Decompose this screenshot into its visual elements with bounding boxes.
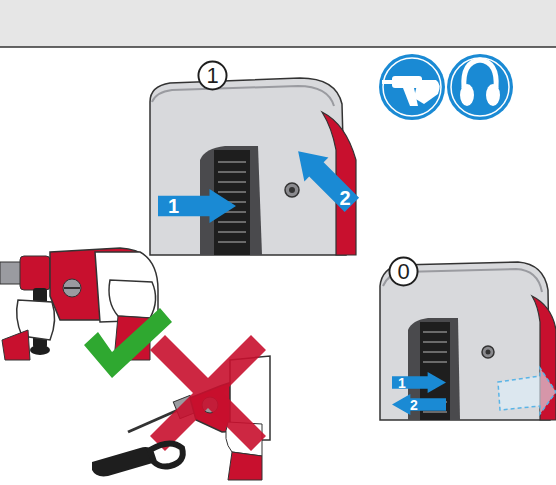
header-band bbox=[0, 0, 556, 47]
step-arrow: 2 bbox=[287, 161, 363, 195]
ghost-arrow bbox=[498, 368, 556, 414]
arrow-number: 2 bbox=[410, 398, 418, 412]
cross-mark bbox=[150, 335, 266, 451]
step-number: 1 bbox=[207, 65, 219, 87]
header-rule bbox=[0, 46, 556, 48]
step-number: 0 bbox=[398, 261, 410, 283]
ear-protection-icon bbox=[447, 54, 513, 120]
arrow-number: 1 bbox=[168, 196, 179, 216]
wear-gloves-icon bbox=[379, 54, 445, 120]
step-badge: 1 bbox=[197, 60, 228, 91]
arrow-number: 2 bbox=[340, 188, 351, 208]
side-handle bbox=[92, 443, 183, 476]
step-arrow: 1 bbox=[392, 372, 446, 393]
drill-correct bbox=[0, 248, 172, 378]
step-arrow: 2 bbox=[392, 394, 446, 415]
step-arrow: 1 bbox=[158, 189, 236, 223]
arrow-number: 1 bbox=[398, 376, 406, 390]
arrow-shape bbox=[392, 394, 446, 415]
step-badge: 0 bbox=[388, 256, 419, 287]
